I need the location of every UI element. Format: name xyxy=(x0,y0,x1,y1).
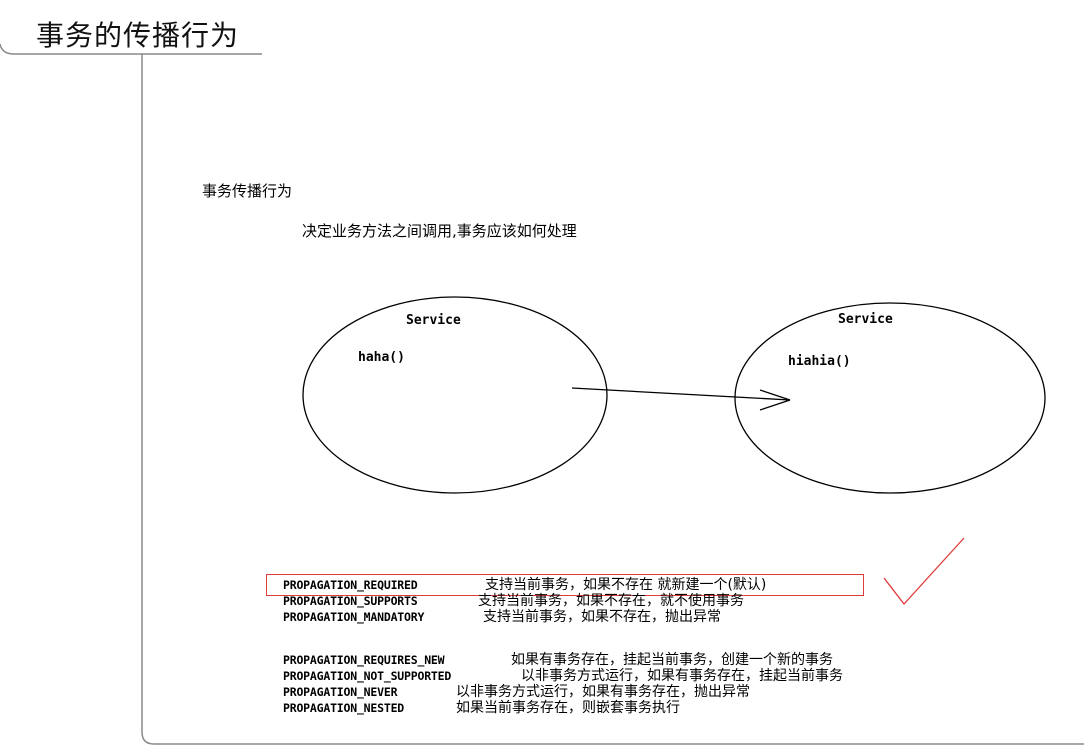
title-underline xyxy=(0,43,262,55)
propagation-name: PROPAGATION_NESTED xyxy=(283,701,405,715)
right-service-label: Service xyxy=(838,312,893,327)
propagation-desc: 如果当前事务存在，则嵌套事务执行 xyxy=(456,700,680,716)
section-heading: 事务传播行为 xyxy=(202,182,293,200)
right-service-ellipse xyxy=(734,302,1046,494)
call-arrow xyxy=(571,387,791,411)
propagation-row: PROPAGATION_SUPPORTS 支持当前事务，如果不存在，就不使用事务 xyxy=(283,593,766,609)
propagation-row: PROPAGATION_MANDATORY 支持当前事务，如果不存在，抛出异常 xyxy=(283,609,766,625)
frame-border xyxy=(141,54,1084,745)
propagation-list-primary: PROPAGATION_REQUIRED 支持当前事务，如果不存在 就新建一个(默… xyxy=(283,577,766,625)
propagation-row: PROPAGATION_REQUIRES_NEW 如果有事务存在，挂起当前事务，创… xyxy=(283,652,843,668)
propagation-list-secondary: PROPAGATION_REQUIRES_NEW 如果有事务存在，挂起当前事务，创… xyxy=(283,652,843,716)
propagation-name: PROPAGATION_MANDATORY xyxy=(283,610,425,624)
left-service-method: haha() xyxy=(358,350,405,365)
propagation-desc: 支持当前事务，如果不存在，抛出异常 xyxy=(483,609,721,625)
section-subheading: 决定业务方法之间调用,事务应该如何处理 xyxy=(302,222,577,240)
propagation-desc: 支持当前事务，如果不存在 就新建一个(默认) xyxy=(485,577,767,593)
propagation-name: PROPAGATION_NOT_SUPPORTED xyxy=(283,669,452,683)
propagation-desc: 支持当前事务，如果不存在，就不使用事务 xyxy=(478,593,744,609)
check-mark-icon xyxy=(883,537,965,606)
left-service-ellipse xyxy=(302,296,608,494)
left-service-label: Service xyxy=(406,313,461,328)
propagation-desc: 如果有事务存在，挂起当前事务，创建一个新的事务 xyxy=(511,652,833,668)
default-highlight-box xyxy=(266,574,864,596)
right-service-method: hiahia() xyxy=(788,354,851,369)
propagation-desc: 以非事务方式运行，如果有事务存在，挂起当前事务 xyxy=(521,668,843,684)
propagation-row: PROPAGATION_REQUIRED 支持当前事务，如果不存在 就新建一个(默… xyxy=(283,577,766,593)
propagation-name: PROPAGATION_REQUIRES_NEW xyxy=(283,653,445,667)
propagation-name: PROPAGATION_SUPPORTS xyxy=(283,594,418,608)
page-title: 事务的传播行为 xyxy=(36,19,240,52)
propagation-row: PROPAGATION_NOT_SUPPORTED 以非事务方式运行，如果有事务存… xyxy=(283,668,843,684)
propagation-name: PROPAGATION_REQUIRED xyxy=(283,578,418,592)
propagation-desc: 以非事务方式运行，如果有事务存在，抛出异常 xyxy=(456,684,750,700)
propagation-name: PROPAGATION_NEVER xyxy=(283,685,398,699)
propagation-row: PROPAGATION_NEVER 以非事务方式运行，如果有事务存在，抛出异常 xyxy=(283,684,843,700)
propagation-row: PROPAGATION_NESTED 如果当前事务存在，则嵌套事务执行 xyxy=(283,700,843,716)
